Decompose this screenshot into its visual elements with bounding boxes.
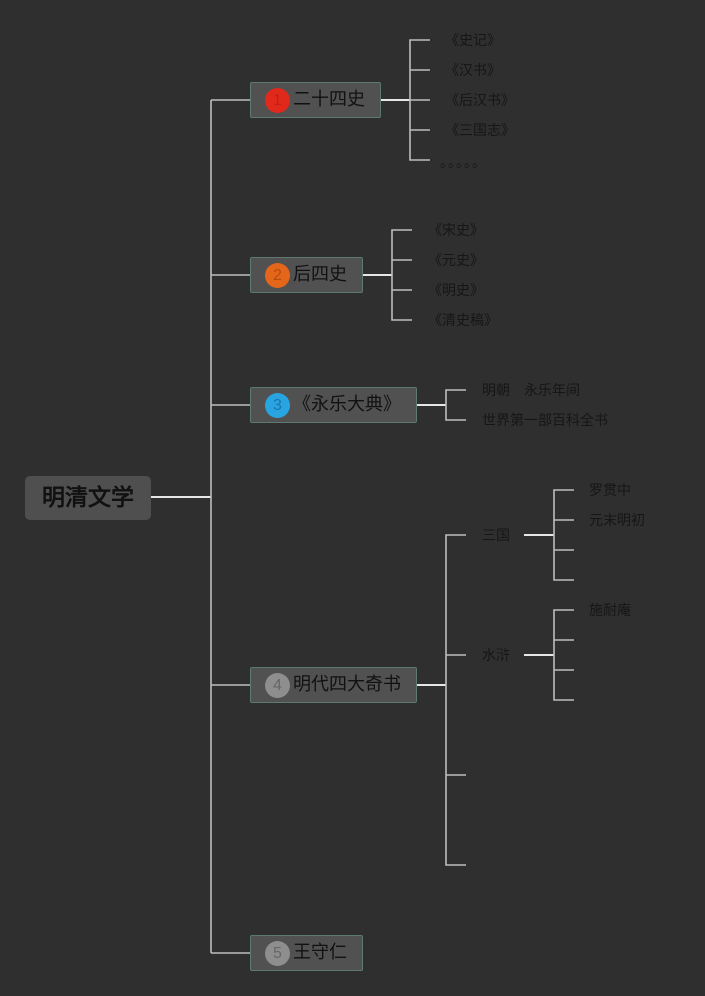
number-badge-2: 2 [265, 263, 290, 288]
leaf-sanguo-1[interactable]: 罗贯中 [589, 483, 631, 499]
root-node[interactable]: 明清文学 [25, 476, 151, 520]
number-badge-3: 3 [265, 393, 290, 418]
number-badge-5: 5 [265, 941, 290, 966]
topic-label-4: 明代四大奇书 [293, 674, 401, 695]
topic-node-2[interactable]: 2 后四史 [250, 257, 363, 293]
connector-t3-bracket [445, 389, 466, 421]
leaf-t1-4[interactable]: 《三国志》 [445, 123, 515, 139]
topic-node-1[interactable]: 1 二十四史 [250, 82, 381, 118]
leaf-t3-2[interactable]: 世界第一部百科全书 [482, 413, 608, 429]
leaf-sanguo-2[interactable]: 元末明初 [589, 513, 645, 529]
subtopic-shuihu[interactable]: 水浒 [482, 648, 510, 664]
connector-sanguo-bracket [553, 489, 574, 581]
leaf-t2-4[interactable]: 《清史稿》 [428, 313, 498, 329]
topic-node-3[interactable]: 3 《永乐大典》 [250, 387, 417, 423]
leaf-t2-3[interactable]: 《明史》 [428, 283, 484, 299]
topic-node-4[interactable]: 4 明代四大奇书 [250, 667, 417, 703]
leaf-t2-1[interactable]: 《宋史》 [428, 223, 484, 239]
number-badge-1: 1 [265, 88, 290, 113]
connector-t4-bracket [445, 534, 466, 866]
subtopic-sanguo[interactable]: 三国 [482, 528, 510, 544]
leaf-t1-3[interactable]: 《后汉书》 [445, 93, 515, 109]
connector-t1-bracket [409, 39, 430, 161]
leaf-t3-1[interactable]: 明朝 永乐年间 [482, 383, 580, 399]
topic-label-5: 王守仁 [293, 942, 347, 963]
connector-shuihu-bracket [553, 609, 574, 701]
topic-label-3: 《永乐大典》 [293, 394, 401, 415]
topic-label-2: 后四史 [293, 264, 347, 285]
number-badge-4: 4 [265, 673, 290, 698]
leaf-t1-1[interactable]: 《史记》 [445, 33, 501, 49]
leaf-t1-2[interactable]: 《汉书》 [445, 63, 501, 79]
connector-t2-bracket [391, 229, 412, 321]
leaf-t1-5[interactable]: 。。。。。 [440, 155, 487, 171]
leaf-t2-2[interactable]: 《元史》 [428, 253, 484, 269]
topic-label-1: 二十四史 [293, 89, 365, 110]
leaf-shuihu-1[interactable]: 施耐庵 [589, 603, 631, 619]
topic-node-5[interactable]: 5 王守仁 [250, 935, 363, 971]
